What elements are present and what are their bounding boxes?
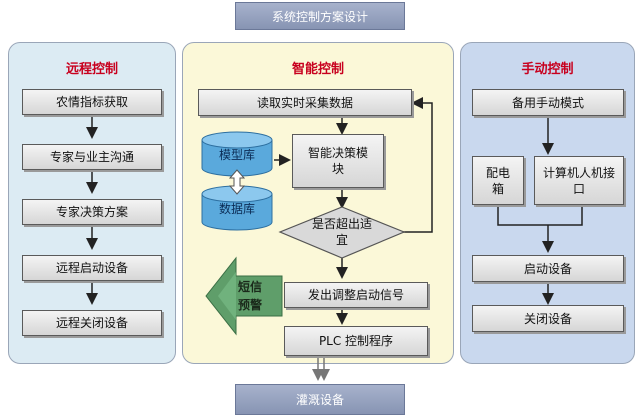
stop-device: 关闭设备 — [472, 305, 624, 332]
start-device: 启动设备 — [472, 255, 624, 282]
read-realtime-data: 读取实时采集数据 — [198, 89, 412, 116]
top-banner: 系统控制方案设计 — [235, 2, 405, 30]
step-expert-decision: 专家决策方案 — [22, 199, 162, 225]
computer-hmi: 计算机人机接口 — [534, 156, 624, 205]
bottom-banner: 灌溉设备 — [235, 384, 405, 415]
decision-diamond — [278, 206, 406, 259]
smart-decision-module: 智能决策模块 — [292, 134, 384, 188]
check-suitable-label: 是否超出适宜 — [311, 217, 372, 247]
manual-control-title: 手动控制 — [521, 62, 574, 77]
sms-arrow — [205, 256, 283, 336]
top-banner-text: 系统控制方案设计 — [271, 9, 368, 24]
smart-control-title: 智能控制 — [291, 62, 344, 77]
remote-control-title: 远程控制 — [65, 62, 118, 77]
plc-control-program: PLC 控制程序 — [284, 326, 428, 356]
sms-warning-label: 短信预警 — [238, 280, 263, 312]
step-remote-stop: 远程关闭设备 — [22, 310, 162, 336]
step-remote-start: 远程启动设备 — [22, 255, 162, 281]
send-adjust-start-signal: 发出调整启动信号 — [284, 282, 428, 308]
model-db-label: 模型库 — [218, 148, 255, 162]
backup-manual-mode: 备用手动模式 — [472, 89, 624, 116]
step-expert-owner-communication: 专家与业主沟通 — [22, 144, 162, 170]
data-db-label: 数据库 — [218, 202, 255, 216]
step-obtain-indicators: 农情指标获取 — [22, 89, 162, 115]
distribution-box: 配电箱 — [472, 156, 524, 205]
model-db-cylinder — [201, 131, 273, 177]
bottom-banner-text: 灌溉设备 — [295, 393, 344, 407]
